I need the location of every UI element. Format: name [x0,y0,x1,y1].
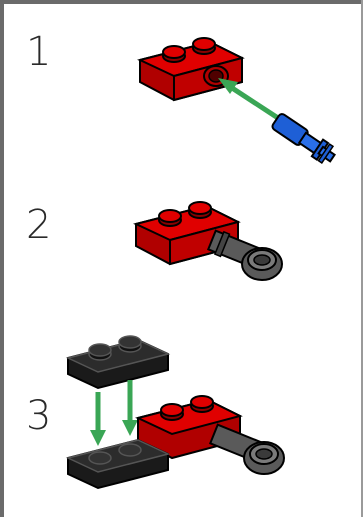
step-3-illustration [65,335,285,490]
step-2-illustration [133,201,283,281]
step-number-3: 3 [26,393,52,439]
step-number-1: 1 [26,29,52,75]
page-border-left [0,0,4,517]
step-1-illustration [137,37,336,165]
step-number-2: 2 [26,202,52,248]
page-border-right [361,0,363,517]
page-border-top [0,0,363,4]
